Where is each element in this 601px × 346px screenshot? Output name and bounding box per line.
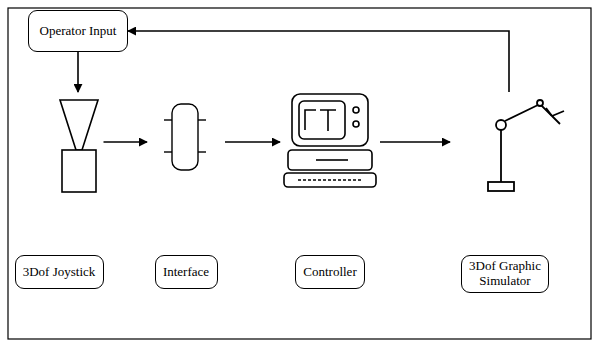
label-box: 3Dof Joystick <box>15 255 104 289</box>
flow-arrow <box>128 31 509 92</box>
flow-arrow <box>225 141 280 143</box>
robot-arm-icon <box>488 100 564 191</box>
interface-icon <box>164 104 206 170</box>
outer-frame <box>8 8 591 339</box>
block-column: Interface <box>147 92 225 289</box>
label-box: Controller <box>295 255 365 289</box>
flow-arrow <box>380 141 450 143</box>
input-box: Operator Input <box>28 10 128 52</box>
node-label: 3Dof Joystick <box>23 265 96 280</box>
node-label: Operator Input <box>40 24 117 39</box>
block-column: 3Dof Graphic Simulator <box>450 92 568 293</box>
block-column: Controller <box>280 92 380 289</box>
joystick-icon <box>60 100 98 192</box>
label-box: Interface <box>155 255 218 289</box>
computer-icon <box>284 94 376 187</box>
label-box: 3Dof Graphic Simulator <box>461 255 549 293</box>
flow-arrow <box>104 141 148 143</box>
node-label: Interface <box>163 265 209 280</box>
node-label: Controller <box>303 265 356 280</box>
flow-arrow <box>77 52 79 92</box>
node-label: 3Dof Graphic Simulator <box>468 259 542 289</box>
block-column: 3Dof Joystick <box>15 92 104 289</box>
